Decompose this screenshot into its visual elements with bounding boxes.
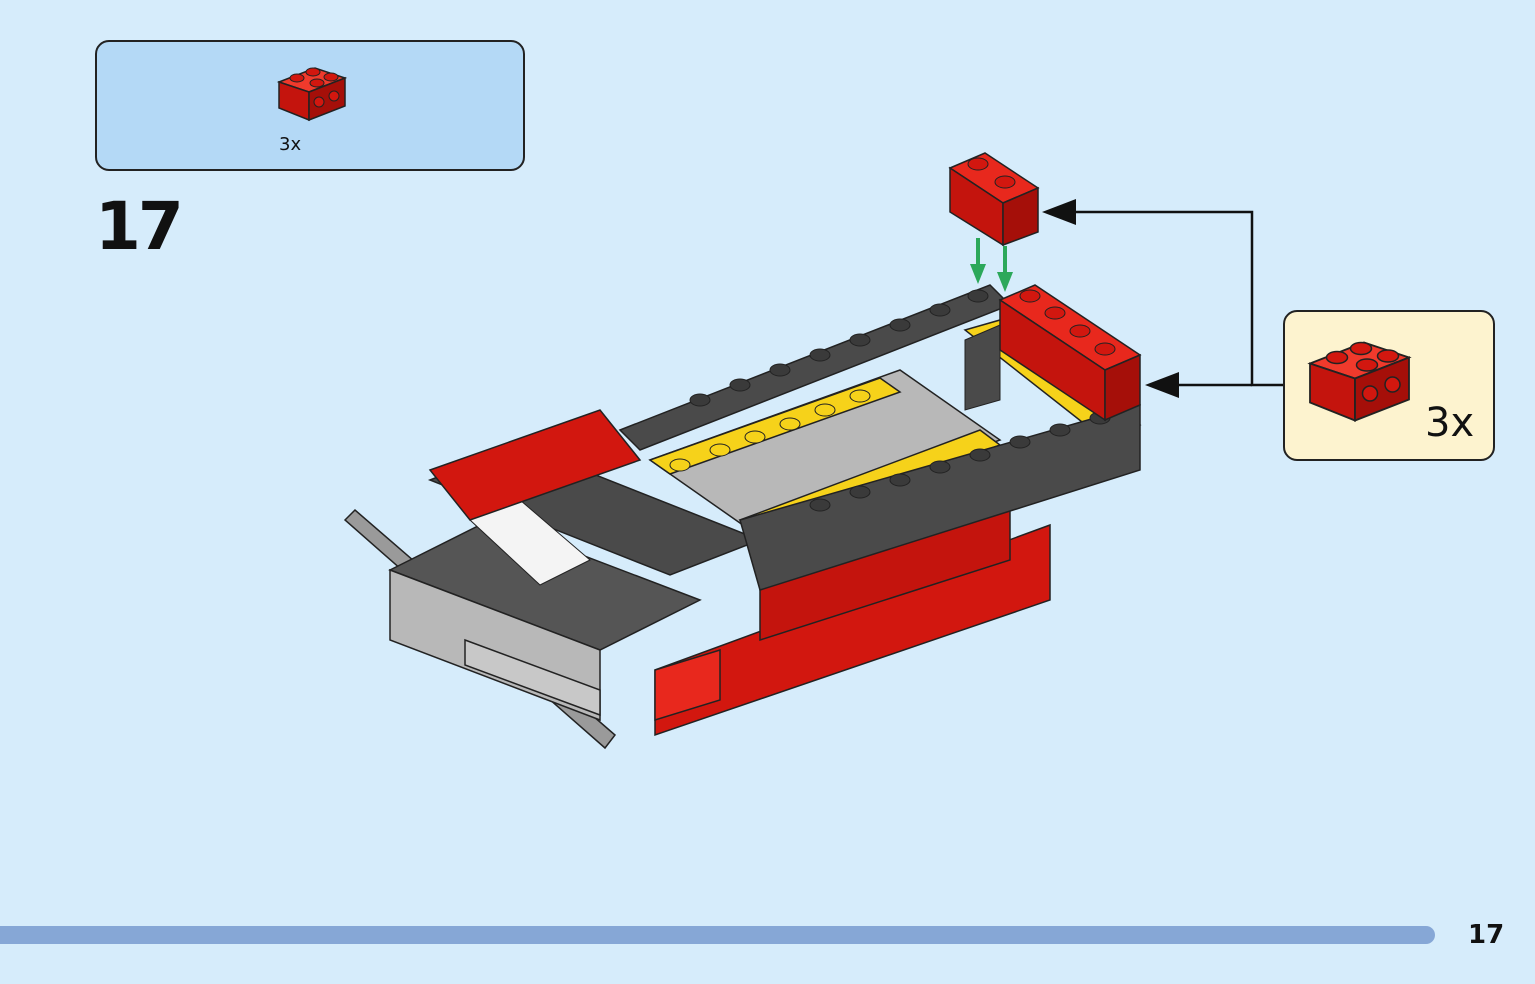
parts-list-box: 3x — [95, 40, 525, 171]
callout-quantity-label: 3x — [1425, 400, 1475, 446]
insert-arrows — [970, 238, 1013, 292]
page-progress-bar — [0, 926, 1435, 944]
callout-arrows — [1070, 210, 1283, 387]
callout-box: 3x — [1283, 310, 1495, 461]
page-number: 17 — [1468, 920, 1505, 950]
arrow-head-top — [1042, 199, 1076, 225]
yellow-studs — [669, 389, 871, 472]
red-brick-part-icon — [277, 67, 347, 122]
beam-studs — [689, 289, 1111, 512]
arrow-head-bottom — [1145, 372, 1179, 398]
parts-quantity-label: 3x — [279, 134, 302, 155]
step-number: 17 — [95, 188, 184, 265]
dark-gray-beams — [618, 284, 1141, 591]
placed-red-bricks — [998, 284, 1142, 422]
incoming-red-brick — [948, 152, 1040, 247]
red-brick-callout-icon — [1307, 341, 1412, 422]
